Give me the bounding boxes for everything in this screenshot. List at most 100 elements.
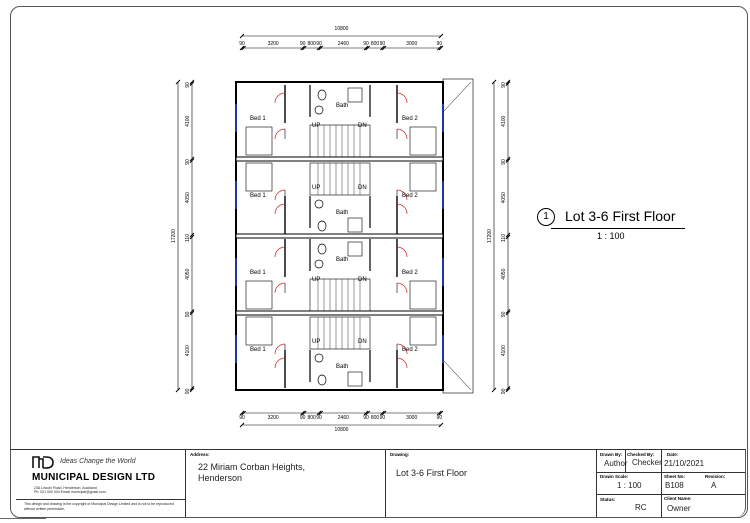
dimension-tick <box>189 81 195 87</box>
width-segment-label: 90 <box>363 415 369 421</box>
width-segment-label: 90 <box>363 41 369 47</box>
bed-1-label: Bed 1 <box>250 347 266 353</box>
door-swing <box>274 92 286 104</box>
bed-1-label: Bed 1 <box>250 270 266 276</box>
dimension-tick <box>189 310 195 316</box>
dimension-tick <box>436 45 442 51</box>
door-swing <box>274 203 286 215</box>
dimension-tick <box>189 158 195 163</box>
height-segment-label: 90 <box>501 159 507 165</box>
dimension-tick <box>505 234 511 240</box>
deck-outline <box>442 78 474 394</box>
width-segment-label: 2460 <box>338 415 349 421</box>
door-swing <box>274 282 286 294</box>
width-segment-label: 800 <box>307 415 316 421</box>
width-segment-label: 90 <box>239 415 245 421</box>
dimension-tick <box>318 45 324 51</box>
checked-by: Checker <box>632 458 662 467</box>
basin-icon <box>314 259 324 269</box>
width-segment-label: 90 <box>380 415 386 421</box>
deck-diagonal <box>442 81 472 113</box>
bath-label: Bath <box>336 364 348 370</box>
dimension-tick <box>175 387 181 393</box>
toilet-icon <box>317 243 327 255</box>
door-swing <box>274 343 286 355</box>
view-title-underline <box>551 228 685 229</box>
dimension-tick <box>505 387 511 393</box>
door-swing <box>274 246 286 258</box>
bath-label: Bath <box>336 103 348 109</box>
sheet-no: B108 <box>665 481 684 490</box>
bath-label: Bath <box>336 210 348 216</box>
date: 21/10/2021 <box>664 459 705 468</box>
shower-icon <box>347 371 363 387</box>
dimension-tick <box>505 156 511 162</box>
height-segment-label: 4050 <box>501 192 507 203</box>
basin-icon <box>314 199 324 209</box>
stair-down-label: DN <box>358 185 367 191</box>
status-label: Status: <box>600 497 616 502</box>
dimension-tick <box>239 410 245 416</box>
height-segment-label: 4100 <box>185 116 191 127</box>
dimension-tick <box>239 45 245 51</box>
dimension-tick <box>189 387 195 393</box>
dimension-tick <box>380 410 385 416</box>
deck-diagonal <box>442 359 472 391</box>
drawn-scale-label: Drawn Scale: <box>600 474 629 479</box>
company-logo <box>32 456 54 469</box>
height-segment-label: 4100 <box>501 345 507 356</box>
bed-2-label: Bed 2 <box>402 193 418 199</box>
dimension-tick <box>438 45 444 51</box>
toilet-icon <box>317 220 327 232</box>
address-line1: 22 Miriam Corban Heights, <box>198 462 306 472</box>
stair-down-label: DN <box>358 277 367 283</box>
height-segment-label: 90 <box>185 159 191 165</box>
width-segment-label: 90 <box>300 41 306 47</box>
height-segment-label: 4050 <box>185 192 191 203</box>
width-segment-label: 3000 <box>406 415 417 421</box>
view-number: 1 <box>537 208 555 227</box>
bed-icon <box>245 162 273 192</box>
width-segment-label: 2460 <box>338 41 349 47</box>
dimension-tick <box>438 410 444 416</box>
dimension-tick <box>189 156 195 162</box>
door-swing <box>274 189 286 201</box>
dimension-tick <box>301 410 307 416</box>
overall-height-label: 17200 <box>487 229 493 243</box>
dimension-tick <box>316 410 322 416</box>
stair-outline <box>309 278 371 312</box>
dimension-tick <box>301 45 307 51</box>
stair-down-label: DN <box>358 123 367 129</box>
dimension-tick <box>318 410 324 416</box>
drawing-cell: Drawing: Lot 3-6 First Floor <box>386 450 597 517</box>
door-swing <box>274 128 286 140</box>
dimension-tick <box>189 79 195 85</box>
dimension-tick <box>239 422 245 428</box>
height-segment-label: 90 <box>501 82 507 88</box>
dimension-tick <box>505 232 511 238</box>
dimension-tick <box>380 45 385 51</box>
dimension-tick <box>505 309 511 314</box>
door-swing <box>274 357 286 369</box>
toilet-icon <box>317 89 327 101</box>
company-cell: Ideas Change the World MUNICIPAL DESIGN … <box>10 450 186 517</box>
dimension-tick <box>505 158 511 163</box>
drawing-label: Drawing: <box>390 452 410 457</box>
height-segment-label: 90 <box>185 311 191 317</box>
dimension-tick <box>505 385 511 391</box>
width-segment-label: 800 <box>371 41 380 47</box>
dimension-tick <box>300 45 305 51</box>
stair-outline <box>309 124 371 158</box>
address-cell: Address: 22 Miriam Corban Heights, Hende… <box>186 450 386 517</box>
height-segment-label: 4100 <box>501 116 507 127</box>
revision-label: Revision: <box>705 474 726 479</box>
sheet-info: Drawn By: Author Checked By: Checker Dat… <box>597 450 746 517</box>
dimension-tick <box>491 387 497 393</box>
overall-height-label: 17200 <box>171 229 177 243</box>
dimension-tick <box>363 410 369 416</box>
company-address: 23A Lincoln Road, Henderson, Auckland <box>34 486 97 490</box>
door-swing <box>396 282 408 294</box>
stair-up-label: UP <box>312 123 320 129</box>
title-block: Ideas Change the World MUNICIPAL DESIGN … <box>10 449 746 517</box>
dimension-tick <box>241 45 247 51</box>
